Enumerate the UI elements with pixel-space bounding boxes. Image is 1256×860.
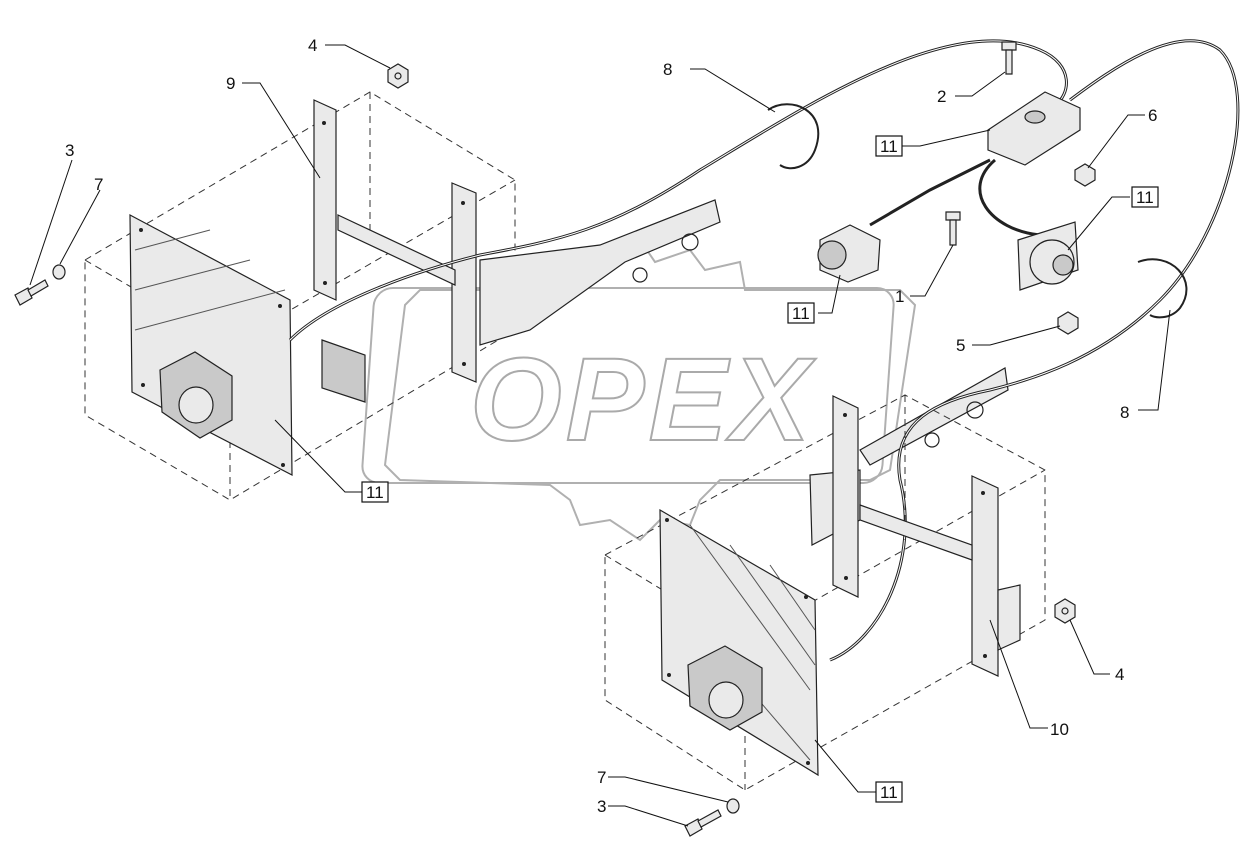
hardware	[14, 41, 1096, 837]
watermark-text: OPEX	[470, 334, 816, 466]
left-crossbar	[337, 214, 456, 286]
callout-11-c: 11	[792, 304, 810, 323]
callout-4-right: 4	[1115, 665, 1124, 684]
socket-box	[321, 339, 366, 403]
callout-box-11-a	[875, 135, 903, 157]
bolt-3-left-head	[14, 287, 33, 306]
cable-clip-top	[767, 103, 820, 170]
callout-7-left: 7	[94, 175, 103, 194]
callout-8-top: 8	[663, 60, 672, 79]
bolt-2-shank	[1005, 49, 1013, 75]
junction-box-cap	[1024, 110, 1046, 124]
callout-11-b: 11	[1136, 188, 1154, 207]
left-lamp-assembly	[84, 91, 516, 501]
left-lamp-lens	[178, 386, 214, 424]
right-crossbar	[859, 504, 973, 561]
callout-9: 9	[226, 74, 235, 93]
washer-7-left	[52, 264, 66, 280]
callout-box-11-c	[787, 302, 815, 324]
callout-11-e: 11	[880, 783, 898, 802]
opex-watermark: OPEX	[361, 238, 917, 542]
bracket-strip-9	[313, 99, 337, 301]
callout-10: 10	[1050, 720, 1069, 739]
callout-box-11-b	[1131, 186, 1159, 208]
callout-3-bottom: 3	[597, 797, 606, 816]
callout-2: 2	[937, 87, 946, 106]
beam-right-end	[859, 367, 1009, 466]
nut-4-right	[1054, 598, 1076, 624]
junction-box	[987, 91, 1081, 166]
callout-3-left: 3	[65, 141, 74, 160]
nut-5	[1057, 311, 1079, 335]
callout-6: 6	[1148, 106, 1157, 125]
callout-11-d: 11	[366, 483, 384, 502]
right-bracket-strip	[832, 395, 859, 598]
plug-face	[817, 240, 847, 270]
washer-7-bottom	[726, 798, 740, 814]
right-lamp-plate	[659, 508, 819, 777]
callout-1: 1	[895, 287, 904, 306]
bolt-3-bottom-shank	[697, 809, 722, 828]
bolt-1-head	[945, 211, 961, 221]
cable-clip-right	[1137, 258, 1188, 319]
electrical-components	[817, 91, 1081, 291]
bolt-1-shank	[949, 219, 957, 246]
cable-to-plug	[869, 158, 991, 227]
bolt-3-bottom-head	[684, 818, 703, 837]
callout-box-11-d	[361, 481, 389, 503]
callout-5: 5	[956, 336, 965, 355]
callout-8-right: 8	[1120, 403, 1129, 422]
callout-7-bottom: 7	[597, 768, 606, 787]
callout-box-11-e	[875, 781, 903, 803]
leader-lines	[29, 44, 1171, 827]
left-bracket-strip-2	[451, 182, 477, 383]
callout-4-top: 4	[308, 36, 317, 55]
watermark-frame	[361, 287, 895, 484]
cable-to-socket	[978, 158, 1041, 237]
callout-labels: 4 9 8 2 6 3 7 1 5 8 4 10 7 3 11 11 11 11…	[65, 36, 1159, 816]
strip-10-back	[997, 584, 1021, 651]
cable-main	[288, 39, 1068, 342]
nut-4-top	[387, 63, 409, 89]
nut-6	[1074, 163, 1096, 187]
bolt-2-head	[1001, 41, 1017, 51]
bracket-strip-10	[971, 475, 999, 677]
right-lamp-assembly	[604, 394, 1046, 791]
callout-11-a: 11	[880, 137, 898, 156]
left-lamp-plate	[129, 213, 293, 476]
beam-top	[479, 199, 721, 346]
bolt-3-left-shank	[27, 279, 49, 297]
right-lamp-lens	[708, 681, 744, 719]
